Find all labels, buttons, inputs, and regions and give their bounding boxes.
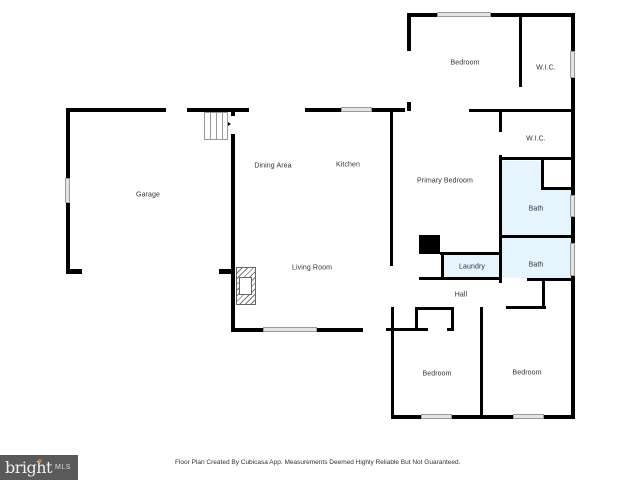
wall — [447, 328, 454, 331]
window — [341, 107, 372, 112]
closet-bath — [541, 161, 572, 189]
room-label-bedroom-bottom-right: Bedroom — [512, 369, 542, 377]
wall — [541, 187, 573, 190]
wall — [441, 253, 444, 279]
window — [263, 327, 317, 332]
bright-mls-logo: bright MLS — [0, 455, 78, 480]
room-label-primary-bedroom: Primary Bedroom — [417, 177, 473, 185]
wall — [499, 112, 502, 132]
wall — [499, 235, 573, 238]
room-label-wic-mid: W.I.C. — [526, 135, 546, 143]
stairs-icon — [204, 112, 228, 140]
wall — [419, 277, 500, 280]
wall — [380, 109, 404, 112]
wall — [506, 306, 546, 309]
footer-disclaimer: Floor Plan Created By Cubicasa App. Meas… — [175, 459, 461, 466]
window — [570, 51, 575, 78]
wall — [469, 109, 573, 112]
wall — [480, 307, 483, 418]
wall — [499, 155, 502, 283]
wall — [386, 328, 428, 331]
room-label-laundry: Laundry — [459, 263, 485, 271]
wall — [219, 269, 235, 274]
window — [570, 243, 575, 276]
logo-suffix: MLS — [54, 464, 71, 471]
wall — [415, 307, 454, 310]
fireplace-icon — [236, 267, 256, 305]
room-label-bath-1: Bath — [528, 205, 544, 213]
wall — [407, 13, 411, 51]
window — [437, 12, 491, 17]
room-label-kitchen: Kitchen — [335, 161, 361, 169]
laundry-fill — [444, 254, 499, 278]
window — [570, 195, 575, 217]
window — [65, 178, 70, 203]
room-label-wic-top: W.I.C. — [536, 64, 556, 72]
bath-fill-2 — [502, 238, 572, 278]
wall — [187, 108, 249, 112]
wall — [231, 111, 235, 116]
wall — [390, 111, 393, 266]
wall — [66, 108, 166, 112]
chimney-block — [419, 235, 440, 254]
stair-arrow-icon — [228, 122, 231, 126]
wall — [527, 278, 573, 281]
logo-word: bright — [5, 458, 52, 477]
room-label-bath-2: Bath — [528, 261, 544, 269]
wall — [231, 134, 235, 332]
wall — [541, 160, 544, 189]
wall — [415, 307, 418, 330]
room-label-garage: Garage — [136, 191, 160, 199]
wall — [440, 252, 500, 255]
room-label-hall: Hall — [454, 291, 468, 299]
wall — [519, 16, 522, 87]
window — [421, 414, 452, 419]
wall — [66, 269, 82, 274]
room-label-bedroom-top: Bedroom — [450, 59, 480, 67]
wall — [451, 307, 454, 330]
logo-accent-icon — [38, 459, 42, 463]
room-label-living-room: Living Room — [291, 264, 333, 272]
room-label-bedroom-bottom-left: Bedroom — [422, 370, 452, 378]
wall — [407, 102, 411, 111]
wall — [391, 415, 575, 419]
room-label-dining-area: Dining Area — [254, 162, 292, 170]
wall — [499, 157, 573, 160]
wall — [407, 13, 575, 17]
wall — [542, 280, 545, 308]
wall — [391, 307, 394, 418]
window — [513, 414, 544, 419]
